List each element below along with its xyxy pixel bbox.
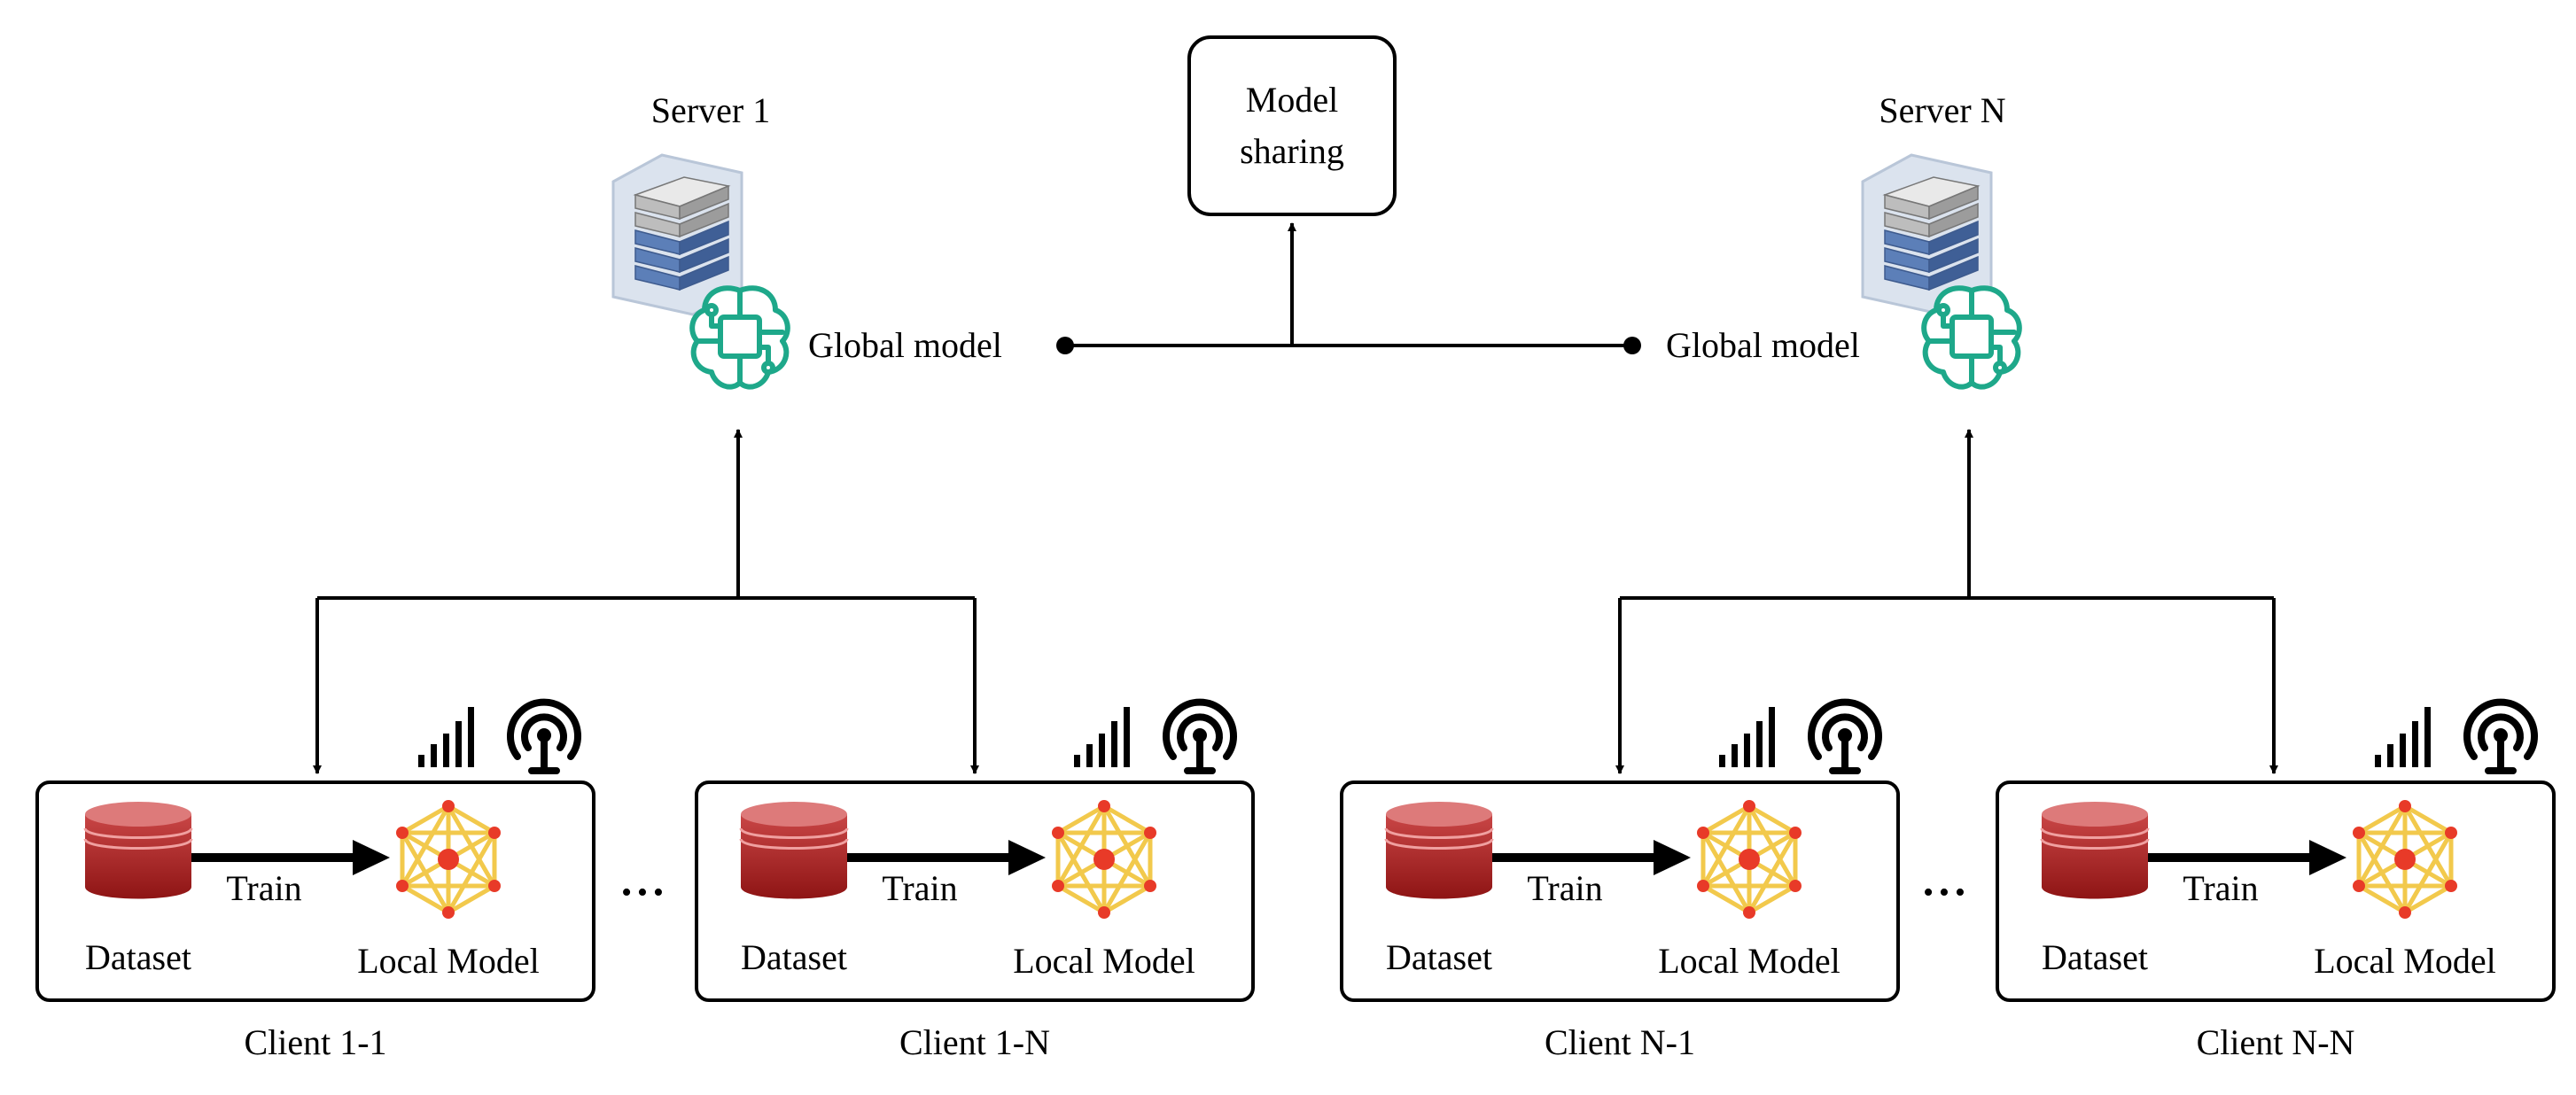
antenna-icon bbox=[2467, 703, 2534, 771]
link-endpoint-left bbox=[1056, 337, 1074, 354]
dataset-label: Dataset bbox=[85, 937, 191, 977]
client-n-1-label: Client N-1 bbox=[1545, 1022, 1695, 1062]
local-model-label: Local Model bbox=[2314, 941, 2496, 981]
server-n-global-model-label: Global model bbox=[1666, 325, 1860, 365]
dataset-icon bbox=[1384, 800, 1494, 900]
client-n-n-label: Client N-N bbox=[2197, 1022, 2355, 1062]
local-model-label: Local Model bbox=[357, 941, 540, 981]
server-1-connectors bbox=[313, 429, 979, 774]
signal-bars-icon bbox=[1719, 707, 1775, 767]
client-1-1: Train Dataset Local Model Client 1-1 bbox=[35, 703, 595, 1062]
train-arrow-head bbox=[2309, 840, 2346, 875]
train-arrow-head bbox=[1008, 840, 1046, 875]
ellipsis-group-1: ••• bbox=[621, 876, 669, 909]
client-n-n: Train Dataset Local Model Client N-N bbox=[1996, 703, 2556, 1062]
server-1-label: Server 1 bbox=[651, 90, 770, 130]
dataset-icon bbox=[2040, 800, 2150, 900]
train-label: Train bbox=[882, 868, 957, 908]
client-1-n-label: Client 1-N bbox=[899, 1022, 1050, 1062]
local-model-label: Local Model bbox=[1658, 941, 1841, 981]
link-endpoint-right bbox=[1623, 337, 1641, 354]
server-n-connectors bbox=[1615, 429, 2278, 774]
antenna-icon bbox=[1811, 703, 1879, 771]
model-sharing-label-line2: sharing bbox=[1240, 131, 1344, 171]
signal-bars-icon bbox=[2375, 707, 2431, 767]
server-n-label: Server N bbox=[1879, 90, 2005, 130]
server-1-brain-icon bbox=[692, 288, 788, 386]
antenna-icon bbox=[1166, 703, 1234, 771]
signal-bars-icon bbox=[418, 707, 474, 767]
train-arrow-head bbox=[353, 840, 390, 875]
train-label: Train bbox=[2183, 868, 2258, 908]
local-model-label: Local Model bbox=[1013, 941, 1195, 981]
antenna-icon bbox=[510, 703, 578, 771]
model-sharing-box bbox=[1187, 35, 1397, 216]
train-arrow-head bbox=[1654, 840, 1691, 875]
dataset-icon bbox=[739, 800, 849, 900]
ellipsis-group-n: ••• bbox=[1923, 876, 1971, 909]
dataset-icon bbox=[83, 800, 193, 900]
train-label: Train bbox=[226, 868, 301, 908]
dataset-label: Dataset bbox=[2042, 937, 2148, 977]
client-1-1-label: Client 1-1 bbox=[244, 1022, 386, 1062]
client-1-n: Train Dataset Local Model Client 1-N bbox=[695, 703, 1255, 1062]
model-sharing-label-line1: Model bbox=[1246, 80, 1338, 120]
dataset-label: Dataset bbox=[741, 937, 847, 977]
server-1-global-model-label: Global model bbox=[808, 325, 1002, 365]
client-n-1: Train Dataset Local Model Client N-1 bbox=[1340, 703, 1900, 1062]
signal-bars-icon bbox=[1074, 707, 1130, 767]
train-label: Train bbox=[1527, 868, 1602, 908]
server-n-brain-icon bbox=[1924, 288, 2020, 386]
dataset-label: Dataset bbox=[1386, 937, 1492, 977]
